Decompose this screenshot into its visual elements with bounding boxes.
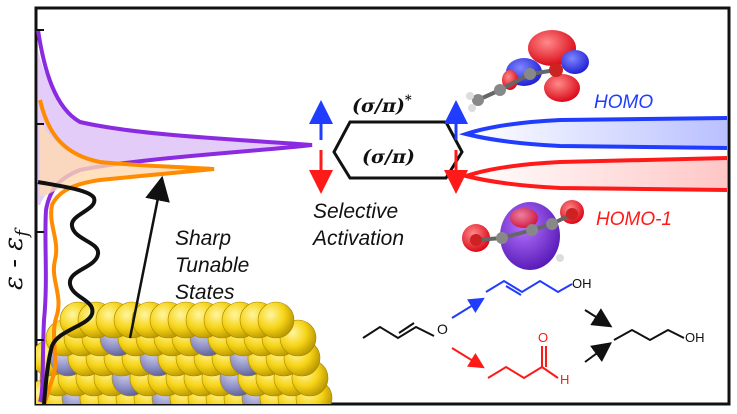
purple-dos-line xyxy=(36,29,313,403)
orange-dos-line xyxy=(38,99,215,404)
tunable-arrow xyxy=(128,175,170,339)
sharp-label: Sharp xyxy=(175,227,231,250)
reactant-oxygen: O xyxy=(437,321,448,337)
black-dos-line xyxy=(37,180,100,404)
product-arrow-top xyxy=(584,308,613,328)
blue-pathway-arrow xyxy=(451,297,485,319)
metal-surface xyxy=(36,301,333,404)
aldehyde-hydrogen: H xyxy=(560,372,569,387)
sigma-pi-label: (σ/π) xyxy=(362,146,415,168)
orbital-hexagon xyxy=(332,120,464,180)
tunable-label: Tunable xyxy=(175,254,249,277)
homo1-orbital-picture xyxy=(462,200,584,270)
butanol-oh: OH xyxy=(685,330,705,345)
homo-orbital-picture xyxy=(466,30,589,112)
reaction-scheme: O OH O H OH xyxy=(362,276,705,387)
product-arrow-bottom xyxy=(584,342,613,363)
svg-text:ε - εf: ε - εf xyxy=(0,227,33,290)
reactant-skeleton xyxy=(362,325,435,340)
homo1-line xyxy=(458,156,728,192)
homo1-label: HOMO-1 xyxy=(596,209,672,230)
gold-atom xyxy=(257,301,295,339)
selective-label: Selective xyxy=(313,200,398,223)
purple-dos-fill xyxy=(38,50,312,205)
aldehyde-oxygen: O xyxy=(538,330,548,345)
activation-label: Activation xyxy=(311,227,404,250)
butanol-skeleton xyxy=(613,328,685,342)
alcohol-oh: OH xyxy=(572,276,592,291)
dos-curves xyxy=(36,29,313,404)
orange-dos-fill xyxy=(40,120,214,196)
states-label: States xyxy=(175,281,235,304)
adsorbate-dos xyxy=(458,116,728,192)
aldehyde-skeleton xyxy=(487,365,559,380)
homo-fill xyxy=(466,118,727,148)
red-pathway-arrow xyxy=(451,347,485,369)
sigma-pi-star-label: (σ/π)* xyxy=(352,93,412,117)
homo-label: HOMO xyxy=(594,92,653,113)
alcohol-skeleton xyxy=(485,279,573,294)
y-axis-label: ε - εf xyxy=(0,227,33,290)
homo-line xyxy=(458,116,728,150)
